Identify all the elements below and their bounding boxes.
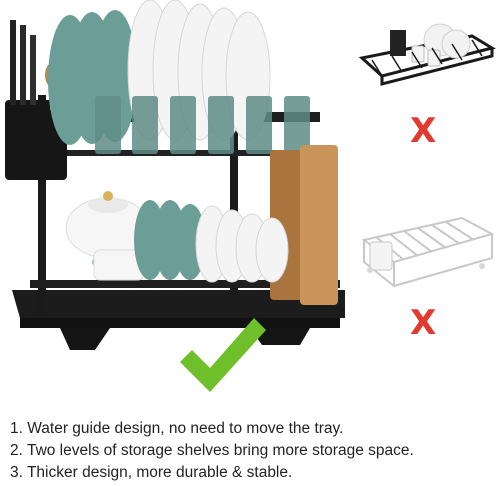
feature-list: 1. Water guide design, no need to move t… [10,418,498,484]
green-check-icon [180,318,266,392]
alt-black-rack-image [358,23,496,86]
feature-item: 3. Thicker design, more durable & stable… [10,464,293,481]
hero-product-image [5,0,345,350]
feature-item: 1. Water guide design, no need to move t… [10,420,344,437]
red-x-icon: X [410,303,437,343]
feature-item: 2. Two levels of storage shelves bring m… [10,442,414,459]
alt-white-rack-image [361,216,495,289]
red-x-icon: X [410,111,437,151]
